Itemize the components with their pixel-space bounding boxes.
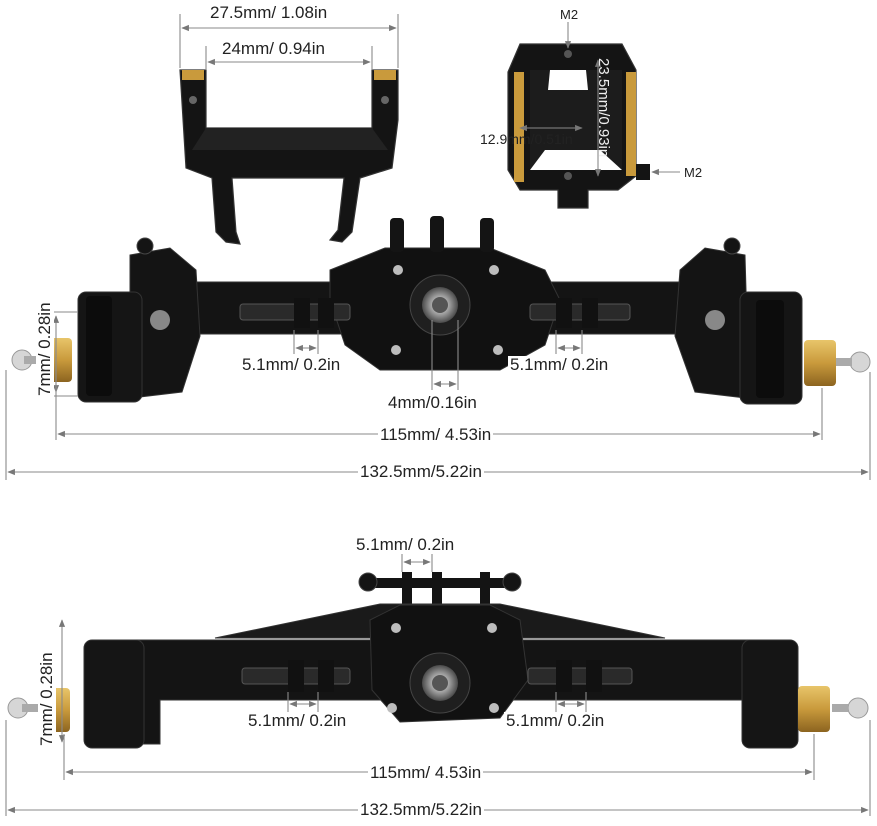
front-axle bbox=[11, 216, 871, 405]
front-hex-span-label: 115mm/ 4.53in bbox=[378, 425, 494, 444]
rear-link-right-label: 5.1mm/ 0.2in bbox=[504, 711, 607, 730]
mount-side-screw-label: M2 bbox=[684, 165, 703, 180]
front-link-right-label: 5.1mm/ 0.2in bbox=[508, 355, 611, 374]
front-pinion-label: 4mm/0.16in bbox=[386, 393, 479, 412]
front-hex-height-label: 7mm/ 0.28in bbox=[35, 300, 54, 398]
bracket-inner-width-label: 24mm/ 0.94in bbox=[220, 39, 327, 58]
rear-hex-span-label: 115mm/ 4.53in bbox=[368, 763, 484, 782]
rear-hex-height-label: 7mm/ 0.28in bbox=[37, 650, 56, 748]
rear-link-left-label: 5.1mm/ 0.2in bbox=[246, 711, 349, 730]
front-link-left-label: 5.1mm/ 0.2in bbox=[240, 355, 343, 374]
rear-axle bbox=[7, 572, 869, 749]
mount-width-label: 12.9mm/0.51in bbox=[480, 131, 573, 147]
link-mount bbox=[507, 43, 650, 209]
mount-top-screw-label: M2 bbox=[560, 7, 579, 22]
front-overall-length-label: 132.5mm/5.22in bbox=[358, 462, 484, 481]
mount-height-label: 23.5mm/0.93in bbox=[595, 58, 612, 158]
rear-top-link-label: 5.1mm/ 0.2in bbox=[354, 535, 457, 554]
rear-overall-length-label: 132.5mm/5.22in bbox=[358, 800, 484, 819]
bracket-outer-width-label: 27.5mm/ 1.08in bbox=[208, 3, 330, 22]
servo-bracket bbox=[179, 69, 399, 245]
